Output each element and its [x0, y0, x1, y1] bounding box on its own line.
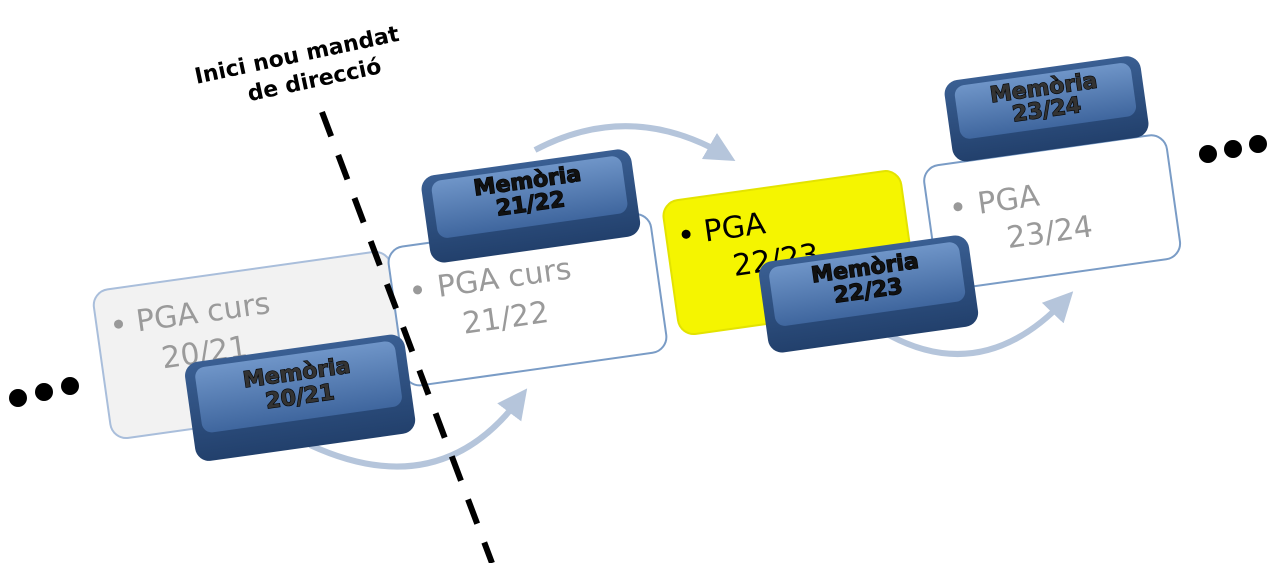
ellipsis-right: ...: [1199, 135, 1267, 163]
pill-memoria-23-24: Memòria 23/24: [944, 56, 1149, 162]
pill-memoria-22-23: Memòria 22/23: [758, 235, 979, 353]
mandate-title: Inici nou mandat de direcció: [193, 22, 402, 107]
arrow-1: [308, 388, 528, 470]
arrow-3: [878, 291, 1074, 357]
ellipsis-left: ...: [9, 377, 79, 407]
card-line1: PGA: [975, 178, 1042, 221]
card-pga-23-24: PGA 23/24: [923, 134, 1182, 291]
mandate-divider-line: [319, 110, 495, 563]
arrow-2: [533, 123, 736, 162]
pill-memoria-20-21: Memòria 20/21: [185, 334, 416, 461]
pill-memoria-21-22: Memòria 21/22: [421, 149, 641, 263]
card-line1: PGA: [702, 206, 769, 249]
